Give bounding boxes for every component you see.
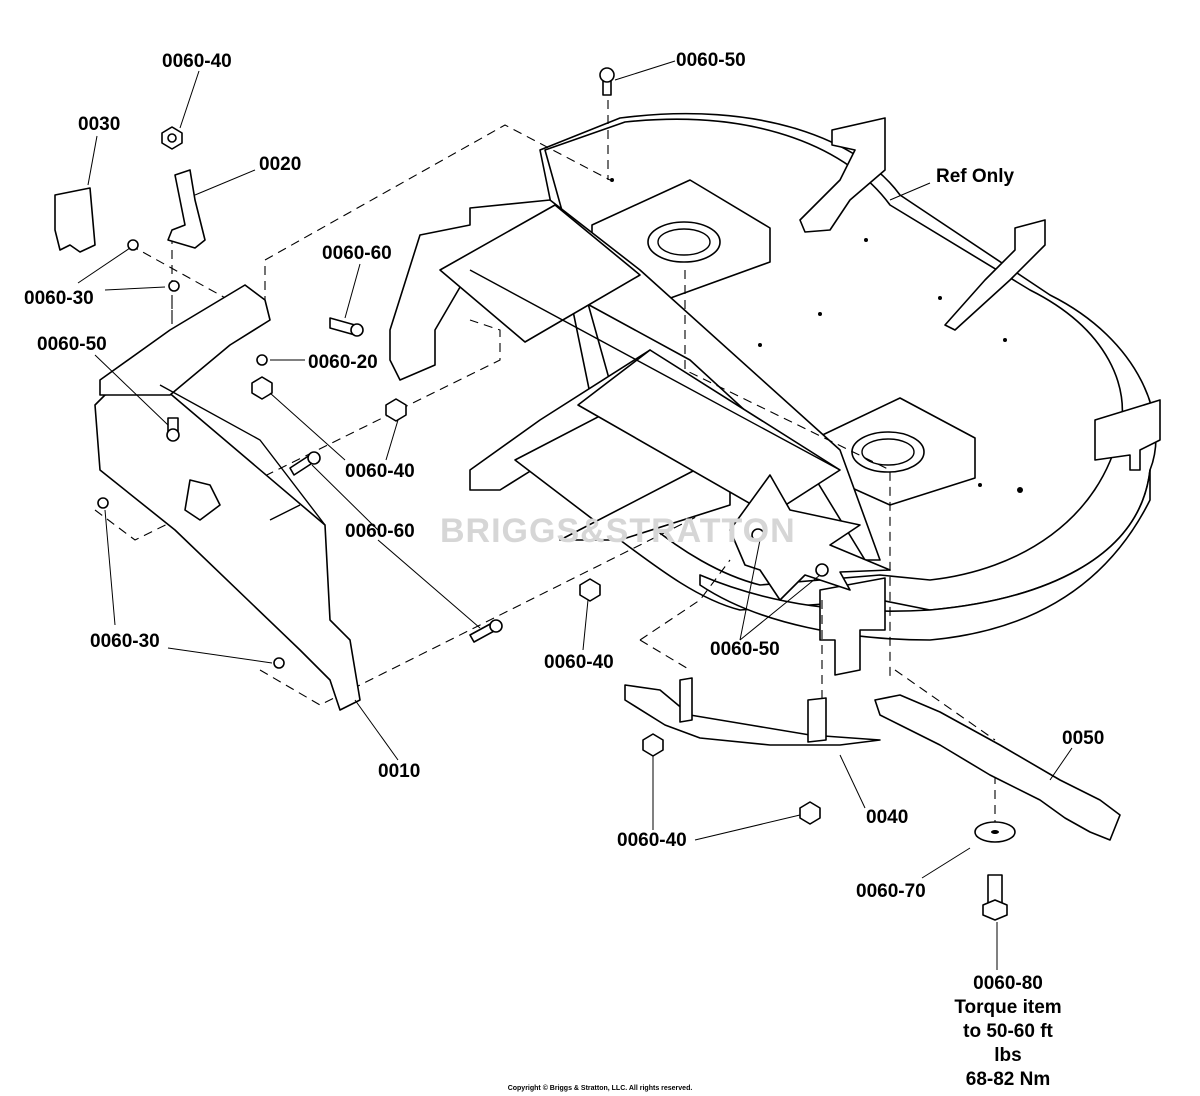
hardware-fasteners (97, 67, 1016, 921)
copyright-notice: Copyright © Briggs & Stratton, LLC. All … (507, 1085, 693, 1092)
callout-0060-80-torque-note: 0060-80 Torque item to 50-60 ft lbs 68-8… (948, 972, 1068, 1092)
callout-0060-60: 0060-60 (322, 243, 392, 264)
callout-ref-only: Ref Only (936, 166, 1015, 187)
watermark-logo: BRIGGS&STRATTON (440, 512, 796, 550)
callout-0060-60: 0060-60 (345, 521, 415, 542)
callout-0030: 0030 (78, 114, 121, 135)
torque-line-1: Torque item (954, 997, 1062, 1018)
callout-leader-lines (77, 60, 1073, 970)
callout-0060-50: 0060-50 (676, 50, 746, 71)
blade-0050 (874, 694, 1121, 841)
callout-0050: 0050 (1062, 728, 1105, 749)
callout-0060-80: 0060-80 (973, 973, 1043, 994)
callout-0060-40: 0060-40 (162, 51, 232, 72)
callout-0020: 0020 (259, 154, 302, 175)
callout-0060-30: 0060-30 (24, 288, 94, 309)
baffle-0040 (624, 684, 881, 746)
callout-0040: 0040 (866, 807, 909, 828)
deflector-0010 (94, 284, 361, 711)
callout-0060-20: 0060-20 (308, 352, 378, 373)
cutaway-starburst (729, 474, 891, 601)
assembly-guide-lines (94, 100, 996, 830)
callout-0060-50: 0060-50 (710, 639, 780, 660)
clip-0020 (167, 169, 206, 249)
deck-frame-channels (389, 199, 886, 676)
torque-line-3: 68-82 Nm (965, 1069, 1051, 1090)
bracket-0030 (54, 187, 96, 253)
callout-0060-50: 0060-50 (37, 334, 107, 355)
callout-0060-40: 0060-40 (544, 652, 614, 673)
callout-0060-70: 0060-70 (856, 881, 926, 902)
callout-0010: 0010 (378, 761, 421, 782)
callout-0060-30: 0060-30 (90, 631, 160, 652)
callout-0060-40: 0060-40 (345, 461, 415, 482)
torque-line-2: to 50-60 ft lbs (963, 1021, 1053, 1066)
callout-0060-40: 0060-40 (617, 830, 687, 851)
